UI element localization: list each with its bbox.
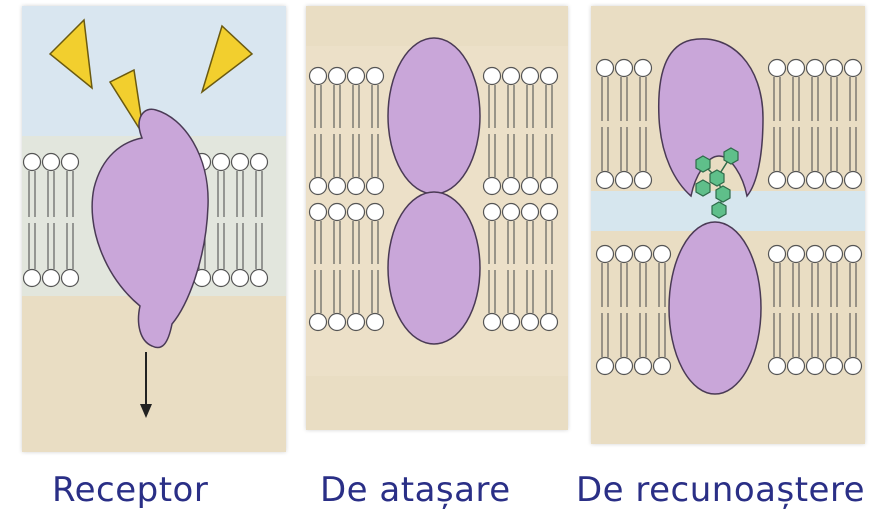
lipid-head: [597, 358, 614, 375]
lipid-head: [845, 60, 862, 77]
lipid-head: [522, 68, 539, 85]
lipid-head: [329, 68, 346, 85]
lipid-head: [367, 314, 384, 331]
lipid-head: [845, 172, 862, 189]
arrow-head: [140, 404, 152, 418]
recognition-illustration: [591, 6, 865, 444]
lipid-head: [484, 204, 501, 221]
lipid-head: [769, 172, 786, 189]
lipid-head: [788, 246, 805, 263]
lipid-head: [807, 358, 824, 375]
lipid-head: [232, 270, 249, 287]
lipid-head: [635, 246, 652, 263]
lipid-head: [329, 178, 346, 195]
attachment-panel: [306, 6, 568, 430]
lipid-head: [541, 314, 558, 331]
lipid-head: [62, 270, 79, 287]
lipid-head: [348, 178, 365, 195]
lipid-head: [503, 178, 520, 195]
lipid-head: [616, 246, 633, 263]
receptor-panel: [22, 6, 286, 452]
lipid-head: [826, 60, 843, 77]
lipid-head: [597, 246, 614, 263]
caption-attachment: De atașare: [320, 470, 511, 510]
lipid-head: [788, 358, 805, 375]
lipid-head: [635, 60, 652, 77]
attachment-protein-lower: [388, 192, 480, 344]
lipid-head: [484, 314, 501, 331]
lipid-head: [329, 204, 346, 221]
lipid-head: [484, 178, 501, 195]
lipid-head: [522, 314, 539, 331]
lipid-head: [251, 154, 268, 171]
lipid-head: [367, 68, 384, 85]
receptor-illustration: [22, 6, 286, 452]
lipid-head: [24, 154, 41, 171]
lipid-head: [213, 270, 230, 287]
lipid-head: [845, 246, 862, 263]
lipid-head: [788, 60, 805, 77]
attachment-protein-upper: [388, 38, 480, 194]
lipid-head: [503, 204, 520, 221]
recognition-panel: [591, 6, 865, 444]
lipid-head: [348, 204, 365, 221]
lipid-head: [213, 154, 230, 171]
lipid-head: [541, 178, 558, 195]
lipid-head: [367, 204, 384, 221]
lipid-head: [807, 60, 824, 77]
lipid-head: [310, 314, 327, 331]
lipid-head: [597, 172, 614, 189]
lipid-head: [597, 60, 614, 77]
lipid-head: [522, 204, 539, 221]
lipid-head: [541, 204, 558, 221]
lipid-head: [62, 154, 79, 171]
lipid-head: [769, 246, 786, 263]
lipid-head: [541, 68, 558, 85]
lipid-head: [503, 68, 520, 85]
lipid-head: [807, 172, 824, 189]
attachment-illustration: [306, 6, 568, 430]
lipid-head: [310, 204, 327, 221]
lipid-head: [367, 178, 384, 195]
lipid-head: [348, 68, 365, 85]
lipid-head: [769, 358, 786, 375]
lipid-head: [635, 358, 652, 375]
caption-receptor: Receptor: [52, 470, 208, 510]
lipid-head: [24, 270, 41, 287]
lipid-head: [503, 314, 520, 331]
lipid-head: [329, 314, 346, 331]
lipid-head: [654, 358, 671, 375]
lipid-head: [826, 246, 843, 263]
lipid-head: [348, 314, 365, 331]
lipid-head: [310, 178, 327, 195]
lipid-head: [43, 270, 60, 287]
lipid-head: [310, 68, 327, 85]
lipid-head: [616, 172, 633, 189]
lipid-head: [654, 246, 671, 263]
lipid-head: [788, 172, 805, 189]
lipid-head: [826, 172, 843, 189]
lipid-head: [826, 358, 843, 375]
lipid-head: [616, 358, 633, 375]
lipid-head: [769, 60, 786, 77]
lipid-head: [845, 358, 862, 375]
lipid-head: [43, 154, 60, 171]
lipid-head: [522, 178, 539, 195]
lipid-head: [807, 246, 824, 263]
recognition-protein-lower: [669, 222, 761, 394]
lipid-head: [484, 68, 501, 85]
caption-recognition: De recunoaștere: [576, 470, 865, 510]
lipid-head: [616, 60, 633, 77]
lipid-head: [635, 172, 652, 189]
lipid-head: [232, 154, 249, 171]
lipid-head: [251, 270, 268, 287]
